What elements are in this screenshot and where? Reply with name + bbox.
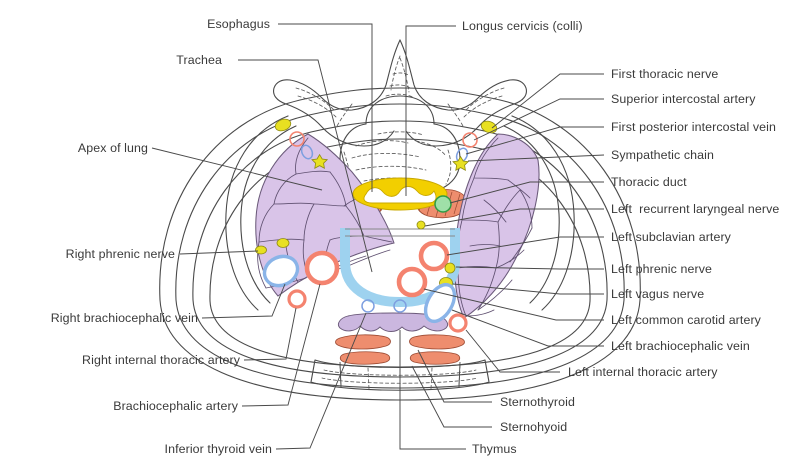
- label-apex-of-lung: Apex of lung: [77, 141, 148, 155]
- leader-superior-intercostal-artery: [473, 98, 604, 141]
- label-thymus: Thymus: [472, 442, 517, 456]
- inferior-thyroid-veins: [361, 299, 407, 313]
- pleura-right: [225, 115, 297, 311]
- label-brachiocephalic-artery: Brachiocephalic artery: [113, 399, 238, 413]
- right-internal-thoracic-artery-marker: [287, 289, 307, 309]
- brachiocephalic-artery-marker: [304, 250, 340, 286]
- leader-brachiocephalic-artery: [241, 283, 321, 407]
- leader-right-internal-thoracic-artery: [243, 307, 297, 361]
- left-phrenic-nerve-marker: [444, 262, 456, 274]
- right-phrenic-nerve-marker: [255, 245, 267, 255]
- first-posterior-intercostal-vein-marker: [300, 144, 314, 160]
- leader-left-subclavian-artery: [446, 236, 604, 256]
- leader-right-phrenic-nerve: [179, 250, 259, 255]
- label-sympathetic-chain: Sympathetic chain: [611, 148, 714, 162]
- leader-left-internal-thoracic-artery: [465, 329, 560, 373]
- label-first-posterior-intercostal-vein: First posterior intercostal vein: [611, 120, 777, 134]
- label-left-common-carotid-artery: Left common carotid artery: [611, 313, 761, 327]
- label-thoracic-duct: Thoracic duct: [611, 175, 687, 189]
- sternothyroid-sternohyoid-muscles: [335, 334, 465, 365]
- label-inferior-thyroid-vein: Inferior thyroid vein: [164, 442, 272, 456]
- label-right-phrenic-nerve: Right phrenic nerve: [65, 247, 175, 261]
- left-subclavian-artery-marker: [418, 240, 450, 272]
- esophagus-structure: [352, 177, 448, 211]
- leader-left-recurrent-laryngeal-nerve: [424, 208, 604, 227]
- sympathetic-chain-marker-right: [311, 153, 329, 169]
- superior-intercostal-artery-marker-left: [462, 132, 478, 148]
- label-longus-cervicis-colli: Longus cervicis (colli): [462, 19, 583, 33]
- leader-sternohyoid: [411, 365, 492, 428]
- leader-thymus: [399, 330, 466, 450]
- leader-left-common-carotid-artery: [423, 288, 604, 321]
- left-recurrent-laryngeal-nerve-marker: [416, 220, 426, 230]
- spinous-process-trabeculae: [385, 55, 414, 98]
- first-thoracic-nerve-marker: [274, 118, 292, 132]
- label-first-thoracic-nerve: First thoracic nerve: [611, 67, 719, 81]
- leader-longus-cervicis: [405, 25, 456, 196]
- label-left-recurrent-laryngeal-nerve: Left recurrent laryngeal nerve: [611, 202, 780, 216]
- trachea-structure: [340, 228, 460, 308]
- label-sternohyoid: Sternohyoid: [500, 420, 568, 434]
- right-vagus-nerve-marker: [276, 238, 290, 248]
- leader-apex-of-lung: [151, 147, 323, 191]
- label-esophagus: Esophagus: [207, 17, 270, 31]
- label-left-internal-thoracic-artery: Left internal thoracic artery: [568, 365, 718, 379]
- left-brachiocephalic-vein-marker: [423, 282, 457, 324]
- sympathetic-chain-marker-left: [452, 155, 470, 171]
- leader-trachea: [238, 59, 373, 273]
- label-right-brachiocephalic-vein: Right brachiocephalic vein: [50, 311, 198, 325]
- thoracic-duct-structure: [434, 195, 452, 213]
- leader-lines: [151, 23, 605, 450]
- leader-left-vagus-nerve: [452, 283, 604, 295]
- label-left-brachiocephalic-vein: Left brachiocephalic vein: [611, 339, 750, 353]
- vessels-left: [396, 120, 498, 333]
- right-brachiocephalic-vein-marker: [262, 254, 300, 288]
- pleura-left: [503, 115, 575, 311]
- leader-inferior-thyroid-vein: [275, 312, 367, 450]
- leader-left-brachiocephalic-vein: [451, 309, 604, 347]
- leader-left-phrenic-nerve: [455, 266, 604, 270]
- leader-sympathetic-chain: [467, 154, 605, 162]
- leader-first-posterior-intercostal-vein: [465, 126, 604, 155]
- label-left-subclavian-artery: Left subclavian artery: [611, 230, 731, 244]
- leader-esophagus: [278, 23, 373, 192]
- leader-thoracic-duct: [449, 181, 604, 204]
- label-left-phrenic-nerve: Left phrenic nerve: [611, 262, 712, 276]
- superior-intercostal-artery-marker: [289, 131, 305, 147]
- leader-first-thoracic-nerve: [491, 73, 604, 129]
- label-sternothyroid: Sternothyroid: [500, 395, 575, 409]
- leader-sternothyroid: [417, 349, 492, 403]
- label-right-internal-thoracic-artery: Right internal thoracic artery: [82, 353, 240, 367]
- label-left-vagus-nerve: Left vagus nerve: [611, 287, 705, 301]
- leader-right-brachiocephalic-vein: [201, 283, 286, 319]
- label-trachea: Trachea: [176, 53, 222, 67]
- label-superior-intercostal-artery: Superior intercostal artery: [611, 92, 756, 106]
- left-common-carotid-artery-marker: [396, 266, 428, 298]
- left-internal-thoracic-artery-marker: [448, 313, 468, 333]
- vertebral-body-trabeculae: [343, 131, 452, 186]
- vessels-right: [255, 118, 340, 309]
